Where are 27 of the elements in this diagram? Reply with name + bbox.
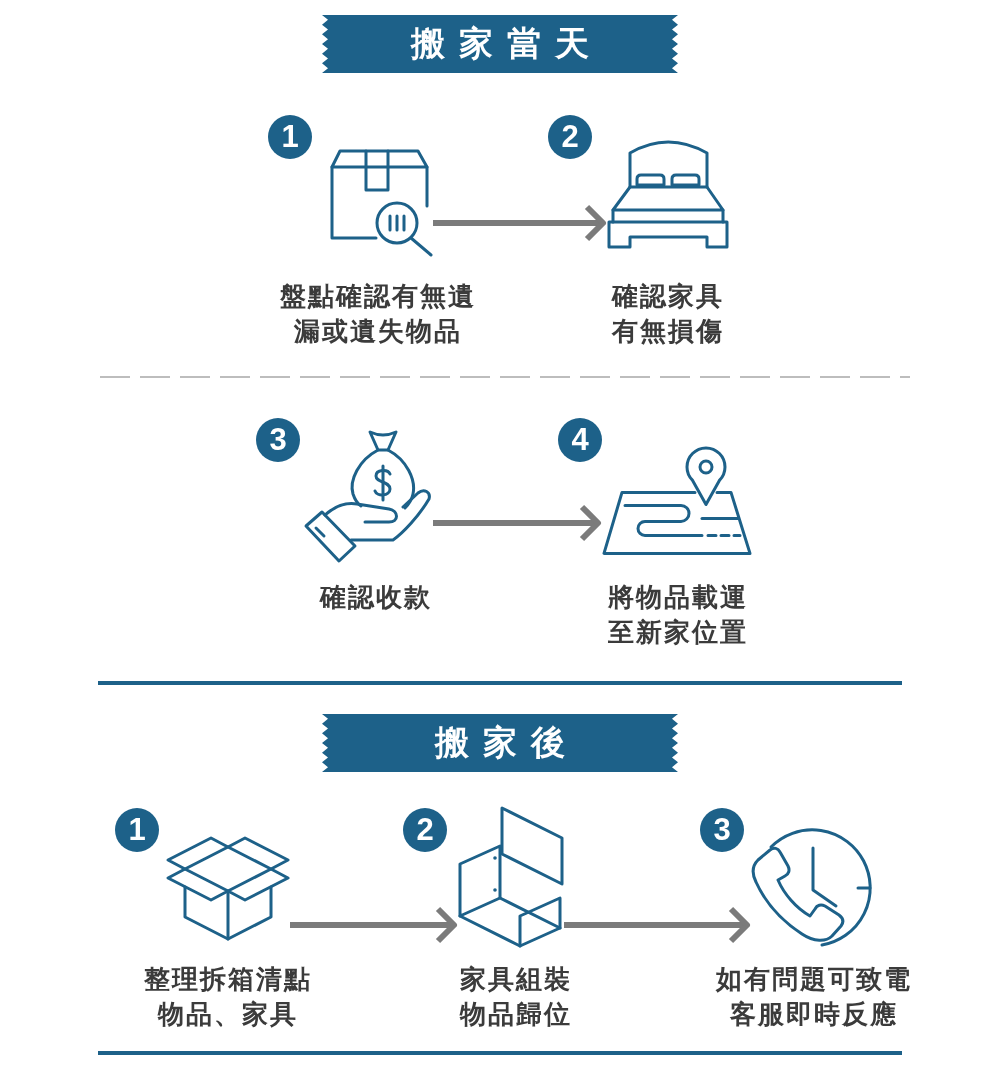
step-caption: 家具組裝物品歸位 xyxy=(459,963,573,1031)
map-pin-icon xyxy=(602,445,752,555)
arrow xyxy=(433,504,601,542)
step-caption: 確認收款 xyxy=(319,581,433,614)
step-number: 3 xyxy=(700,808,744,852)
step-number: 1 xyxy=(268,115,312,159)
arrow xyxy=(290,906,457,944)
step-caption: 整理拆箱清點物品、家具 xyxy=(143,963,313,1031)
bed-icon xyxy=(607,140,729,249)
step-number: 2 xyxy=(548,115,592,159)
step-caption: 如有問題可致電客服即時反應 xyxy=(715,963,913,1031)
open-box-icon xyxy=(166,836,290,941)
step-caption: 將物品載運至新家位置 xyxy=(607,581,749,649)
step-number: 4 xyxy=(558,418,602,462)
step-caption: 確認家具有無損傷 xyxy=(611,280,725,348)
section-banner: 搬家後 xyxy=(322,714,678,772)
arrow xyxy=(564,906,750,944)
cabinet-panels-icon xyxy=(458,806,564,948)
arrow xyxy=(433,204,606,242)
section-banner: 搬家當天 xyxy=(322,15,678,73)
step-number: 2 xyxy=(403,808,447,852)
step-caption: 盤點確認有無遺漏或遺失物品 xyxy=(279,280,477,348)
money-bag-hand-icon xyxy=(304,430,433,563)
parcel-magnifier-icon xyxy=(330,149,433,257)
phone-clock-icon xyxy=(751,828,872,948)
step-number: 1 xyxy=(115,808,159,852)
step-number: 3 xyxy=(256,418,300,462)
